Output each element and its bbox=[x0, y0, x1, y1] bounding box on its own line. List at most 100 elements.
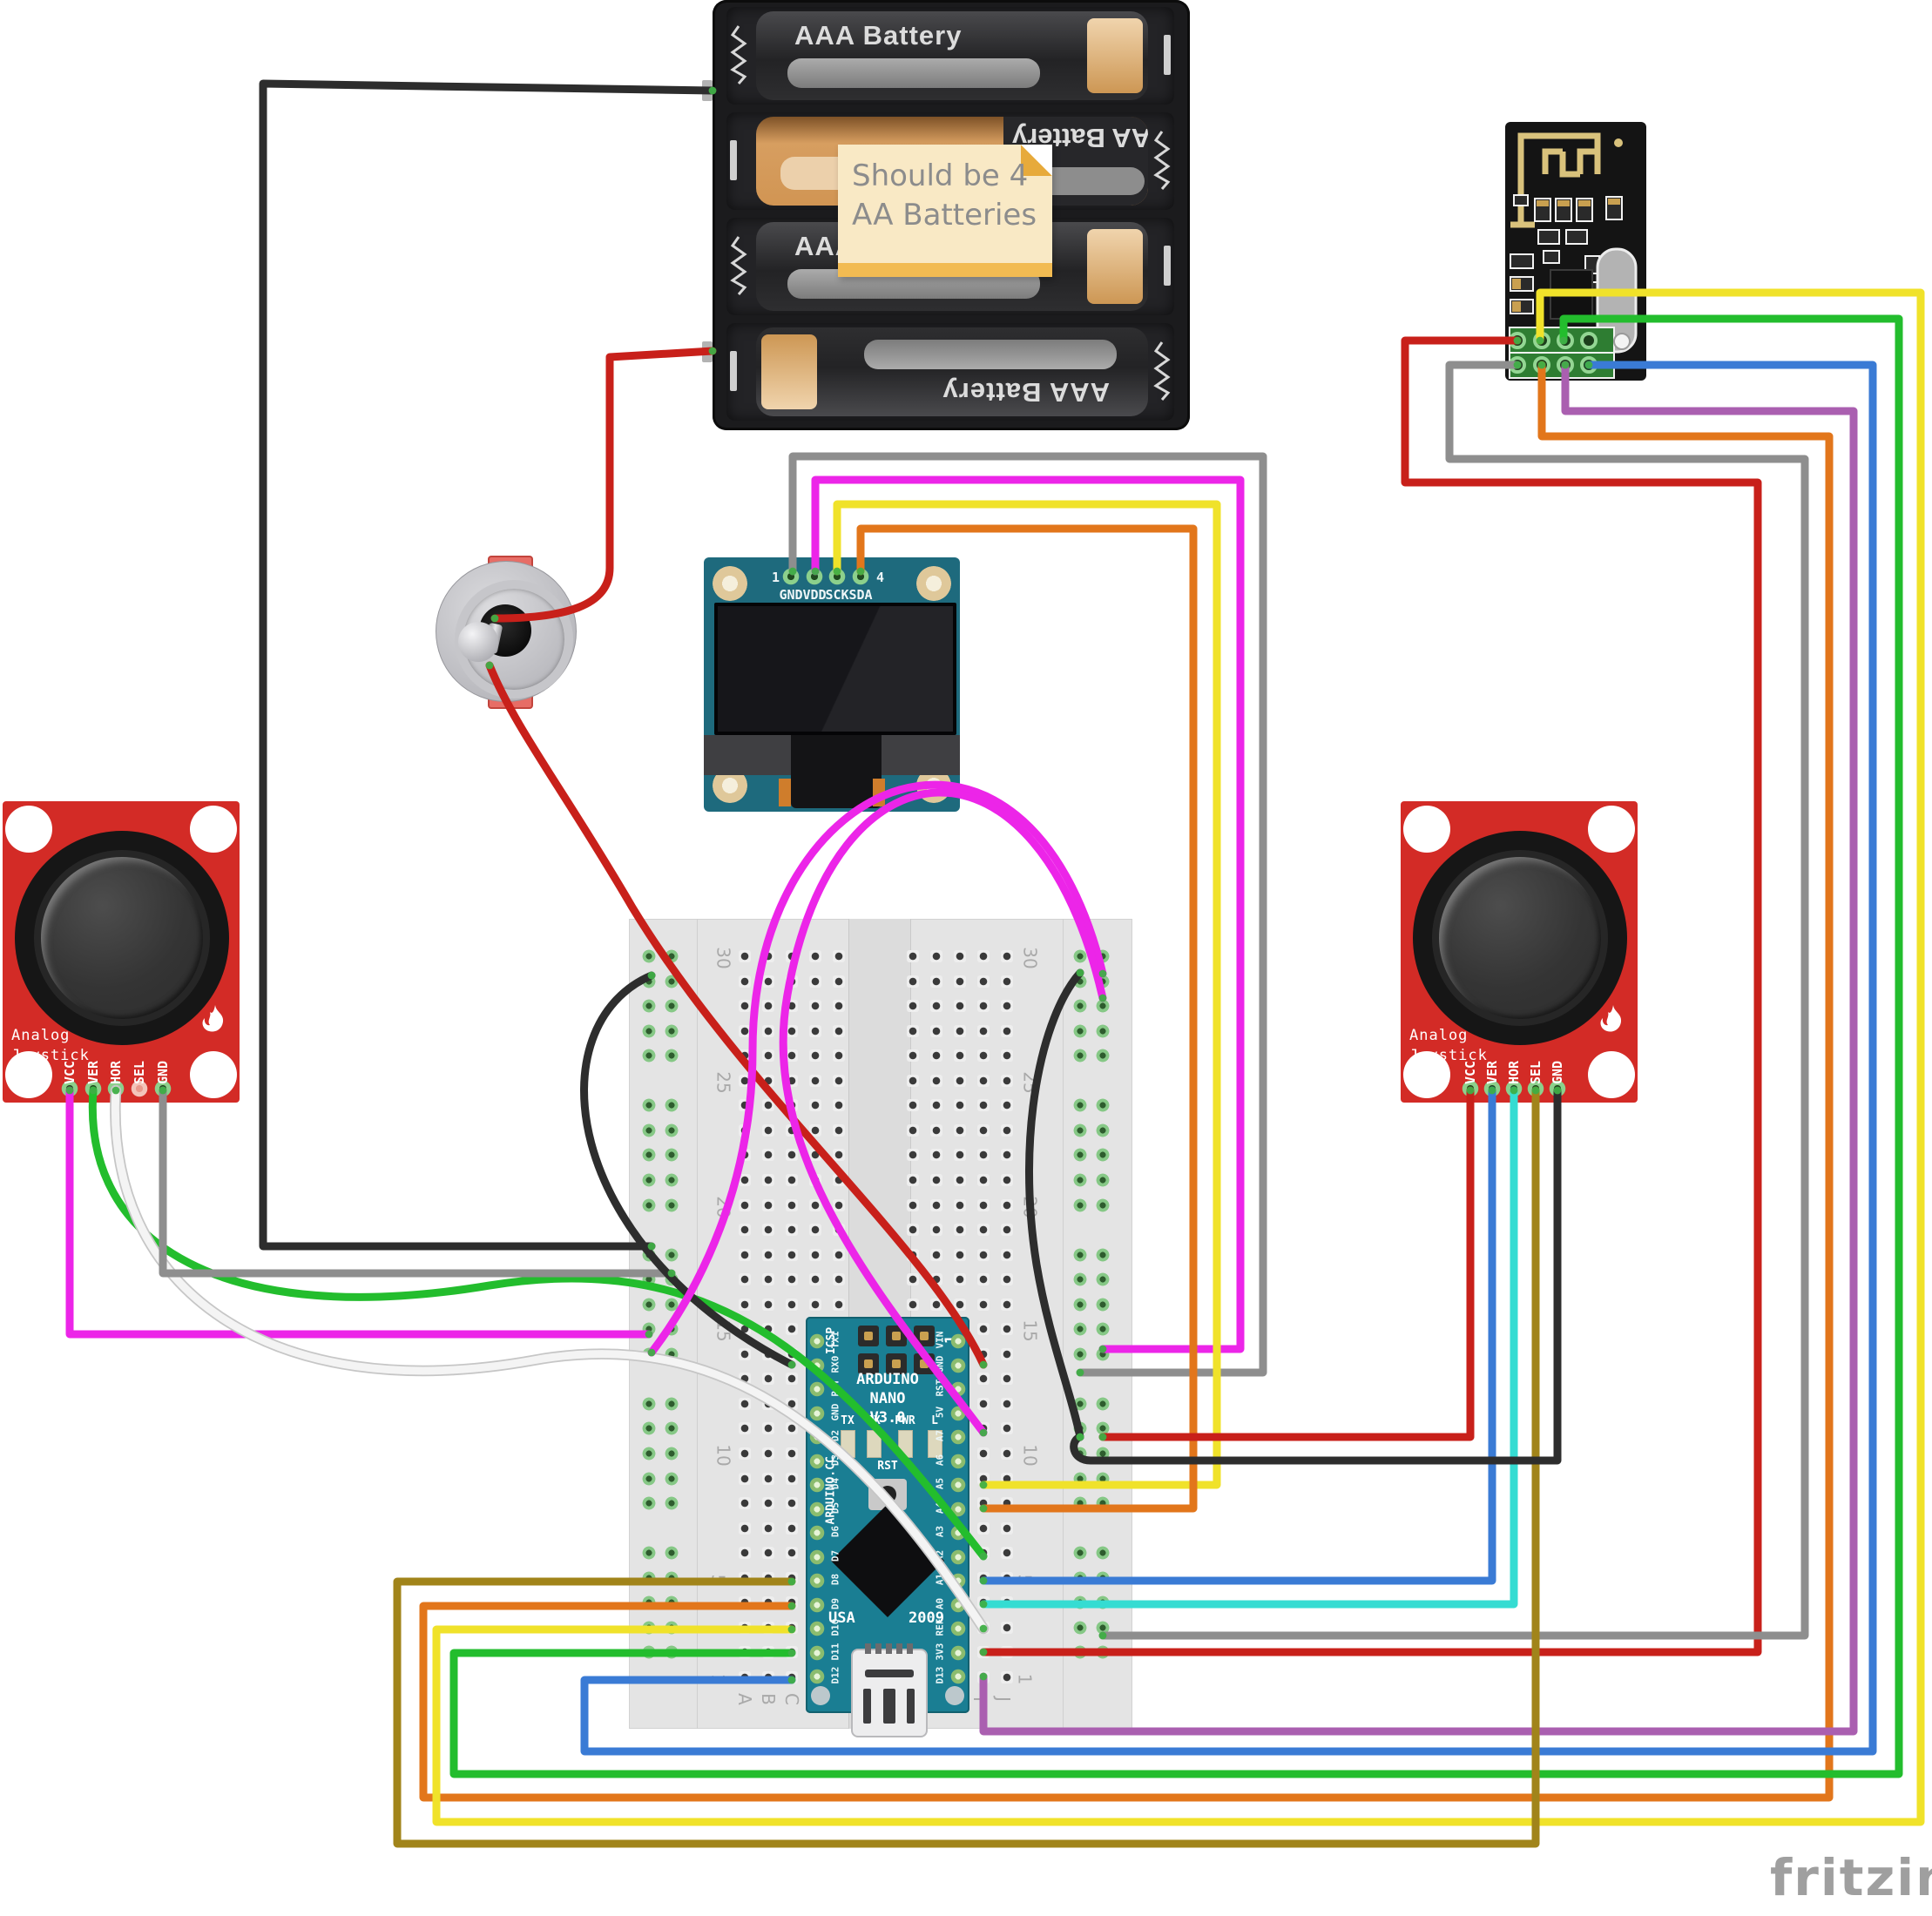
joystick-mount-hole bbox=[1588, 1051, 1635, 1098]
breadboard-hole bbox=[786, 1273, 798, 1286]
breadboard-hole bbox=[786, 1347, 798, 1360]
usb-connector[interactable] bbox=[851, 1643, 928, 1737]
joystick-knob[interactable] bbox=[1439, 857, 1601, 1019]
battery[interactable]: AAA Battery bbox=[756, 327, 1148, 416]
breadboard-hole bbox=[1001, 1422, 1013, 1435]
oled-screen bbox=[714, 603, 956, 735]
breadboard-hole bbox=[762, 1298, 774, 1311]
oled-pin-sda[interactable] bbox=[852, 568, 869, 585]
breadboard-row-number: 10 bbox=[713, 1444, 734, 1467]
breadboard-hole bbox=[1001, 1149, 1013, 1162]
nano-pin-right-A3[interactable] bbox=[950, 1525, 966, 1541]
breadboard-hole bbox=[1001, 1198, 1013, 1211]
wire-rjoy-gnd[interactable] bbox=[1070, 1086, 1562, 1465]
battery-terminal-negative[interactable] bbox=[702, 80, 713, 101]
breadboard-rail-hole bbox=[642, 1471, 656, 1486]
power-switch[interactable] bbox=[434, 556, 584, 709]
nrf24l01-module[interactable] bbox=[1505, 122, 1646, 381]
breadboard-hole bbox=[1001, 1447, 1013, 1460]
breadboard-column-letter: B bbox=[757, 1693, 779, 1705]
breadboard-hole bbox=[809, 1298, 821, 1311]
breadboard-hole bbox=[977, 1198, 990, 1211]
nano-pin-right-A1[interactable] bbox=[950, 1573, 966, 1589]
breadboard-rail-hole bbox=[1073, 1148, 1087, 1163]
nano-pin-right-3V3[interactable] bbox=[950, 1644, 966, 1661]
breadboard-hole bbox=[786, 1646, 798, 1659]
nano-pin-left-D6[interactable] bbox=[809, 1525, 825, 1541]
nano-pin-left-D7[interactable] bbox=[809, 1548, 825, 1565]
breadboard-rail-hole bbox=[1073, 1570, 1087, 1585]
nano-pin-left-RX0[interactable] bbox=[809, 1357, 825, 1373]
breadboard-rail-hole bbox=[665, 1049, 679, 1063]
nano-pin-left-D2[interactable] bbox=[809, 1429, 825, 1445]
breadboard-hole bbox=[833, 1000, 845, 1013]
sticky-note[interactable]: Should be 4 AA Batteries bbox=[838, 145, 1052, 277]
breadboard-hole bbox=[977, 1224, 990, 1237]
nano-pin-left-RST[interactable] bbox=[809, 1381, 825, 1397]
nano-pin-right-A0[interactable] bbox=[950, 1596, 966, 1613]
nano-pin-left-D11[interactable] bbox=[809, 1644, 825, 1661]
nano-pin-right-GND[interactable] bbox=[950, 1357, 966, 1373]
nano-pin-right-A4[interactable] bbox=[950, 1501, 966, 1517]
nano-pin-left-D4[interactable] bbox=[809, 1477, 825, 1493]
switch-lever-ball[interactable] bbox=[458, 622, 498, 662]
joystick-knob[interactable] bbox=[41, 857, 203, 1019]
breadboard-row-number: 30 bbox=[1019, 947, 1041, 969]
breadboard-hole bbox=[1001, 1123, 1013, 1137]
breadboard-hole bbox=[977, 1596, 990, 1609]
nano-pin-right-A5[interactable] bbox=[950, 1477, 966, 1493]
wire-rjoy-vcc[interactable] bbox=[1098, 1086, 1475, 1441]
breadboard-hole bbox=[930, 1224, 942, 1237]
nano-pin-right-5V[interactable] bbox=[950, 1405, 966, 1421]
nano-pin-right-VIN[interactable] bbox=[950, 1333, 966, 1349]
icsp-pin[interactable] bbox=[914, 1326, 935, 1346]
nano-pin-right-REF[interactable] bbox=[950, 1621, 966, 1636]
breadboard-hole bbox=[1001, 1000, 1013, 1013]
oled-pin-sck[interactable] bbox=[828, 568, 846, 585]
breadboard-rail-hole bbox=[665, 1247, 679, 1262]
nano-pin-right-D13[interactable] bbox=[950, 1669, 966, 1684]
breadboard-hole bbox=[762, 1447, 774, 1460]
oled-pin-vdd[interactable] bbox=[806, 568, 823, 585]
breadboard-rail-hole bbox=[1073, 1247, 1087, 1262]
nano-pin-left-TX1[interactable] bbox=[809, 1333, 825, 1349]
breadboard-hole bbox=[1001, 1024, 1013, 1037]
oled-pin-gnd[interactable] bbox=[782, 568, 800, 585]
wire-ljoy-vcc[interactable] bbox=[65, 1086, 653, 1339]
nano-pin-left-D9[interactable] bbox=[809, 1596, 825, 1613]
nano-pin-left-D3[interactable] bbox=[809, 1453, 825, 1469]
breadboard-row-number: 30 bbox=[713, 947, 734, 969]
nano-pin-left-GND[interactable] bbox=[809, 1405, 825, 1421]
wire-ljoy-gnd[interactable] bbox=[159, 1086, 676, 1278]
nano-pin-left-D12[interactable] bbox=[809, 1669, 825, 1684]
nano-pin-left-D8[interactable] bbox=[809, 1573, 825, 1589]
nano-pin-left-D5[interactable] bbox=[809, 1501, 825, 1517]
breadboard-hole bbox=[739, 1000, 751, 1013]
icsp-pin[interactable] bbox=[886, 1326, 907, 1346]
fritzing-watermark: fritzing bbox=[1770, 1848, 1932, 1907]
nano-pin-right-A7[interactable] bbox=[950, 1429, 966, 1445]
breadboard-rail-hole bbox=[665, 1123, 679, 1137]
nano-pin-right-RST[interactable] bbox=[950, 1381, 966, 1397]
battery-stripe bbox=[787, 58, 1040, 88]
nano-pin-right-A6[interactable] bbox=[950, 1453, 966, 1469]
breadboard-hole bbox=[977, 1397, 990, 1410]
led-rx bbox=[867, 1430, 882, 1458]
nano-pin-right-A2[interactable] bbox=[950, 1548, 966, 1565]
breadboard-hole bbox=[954, 1049, 966, 1063]
note-text: Should be 4 AA Batteries bbox=[852, 157, 1037, 235]
nano-pin-left-D10[interactable] bbox=[809, 1621, 825, 1636]
icsp-pin[interactable] bbox=[858, 1326, 879, 1346]
battery[interactable]: AAA Battery bbox=[756, 11, 1148, 100]
breadboard-hole bbox=[786, 1248, 798, 1261]
breadboard-hole bbox=[954, 1149, 966, 1162]
breadboard-hole bbox=[809, 1024, 821, 1037]
breadboard-hole bbox=[786, 1571, 798, 1584]
battery-terminal-positive[interactable] bbox=[702, 341, 713, 362]
breadboard-hole bbox=[977, 1074, 990, 1087]
arduino-nano[interactable]: ICSP1ARDUINONANOV3.0TXRXPWRLARDUINO.CCRS… bbox=[806, 1317, 969, 1737]
joystick-mount-hole bbox=[5, 806, 52, 853]
